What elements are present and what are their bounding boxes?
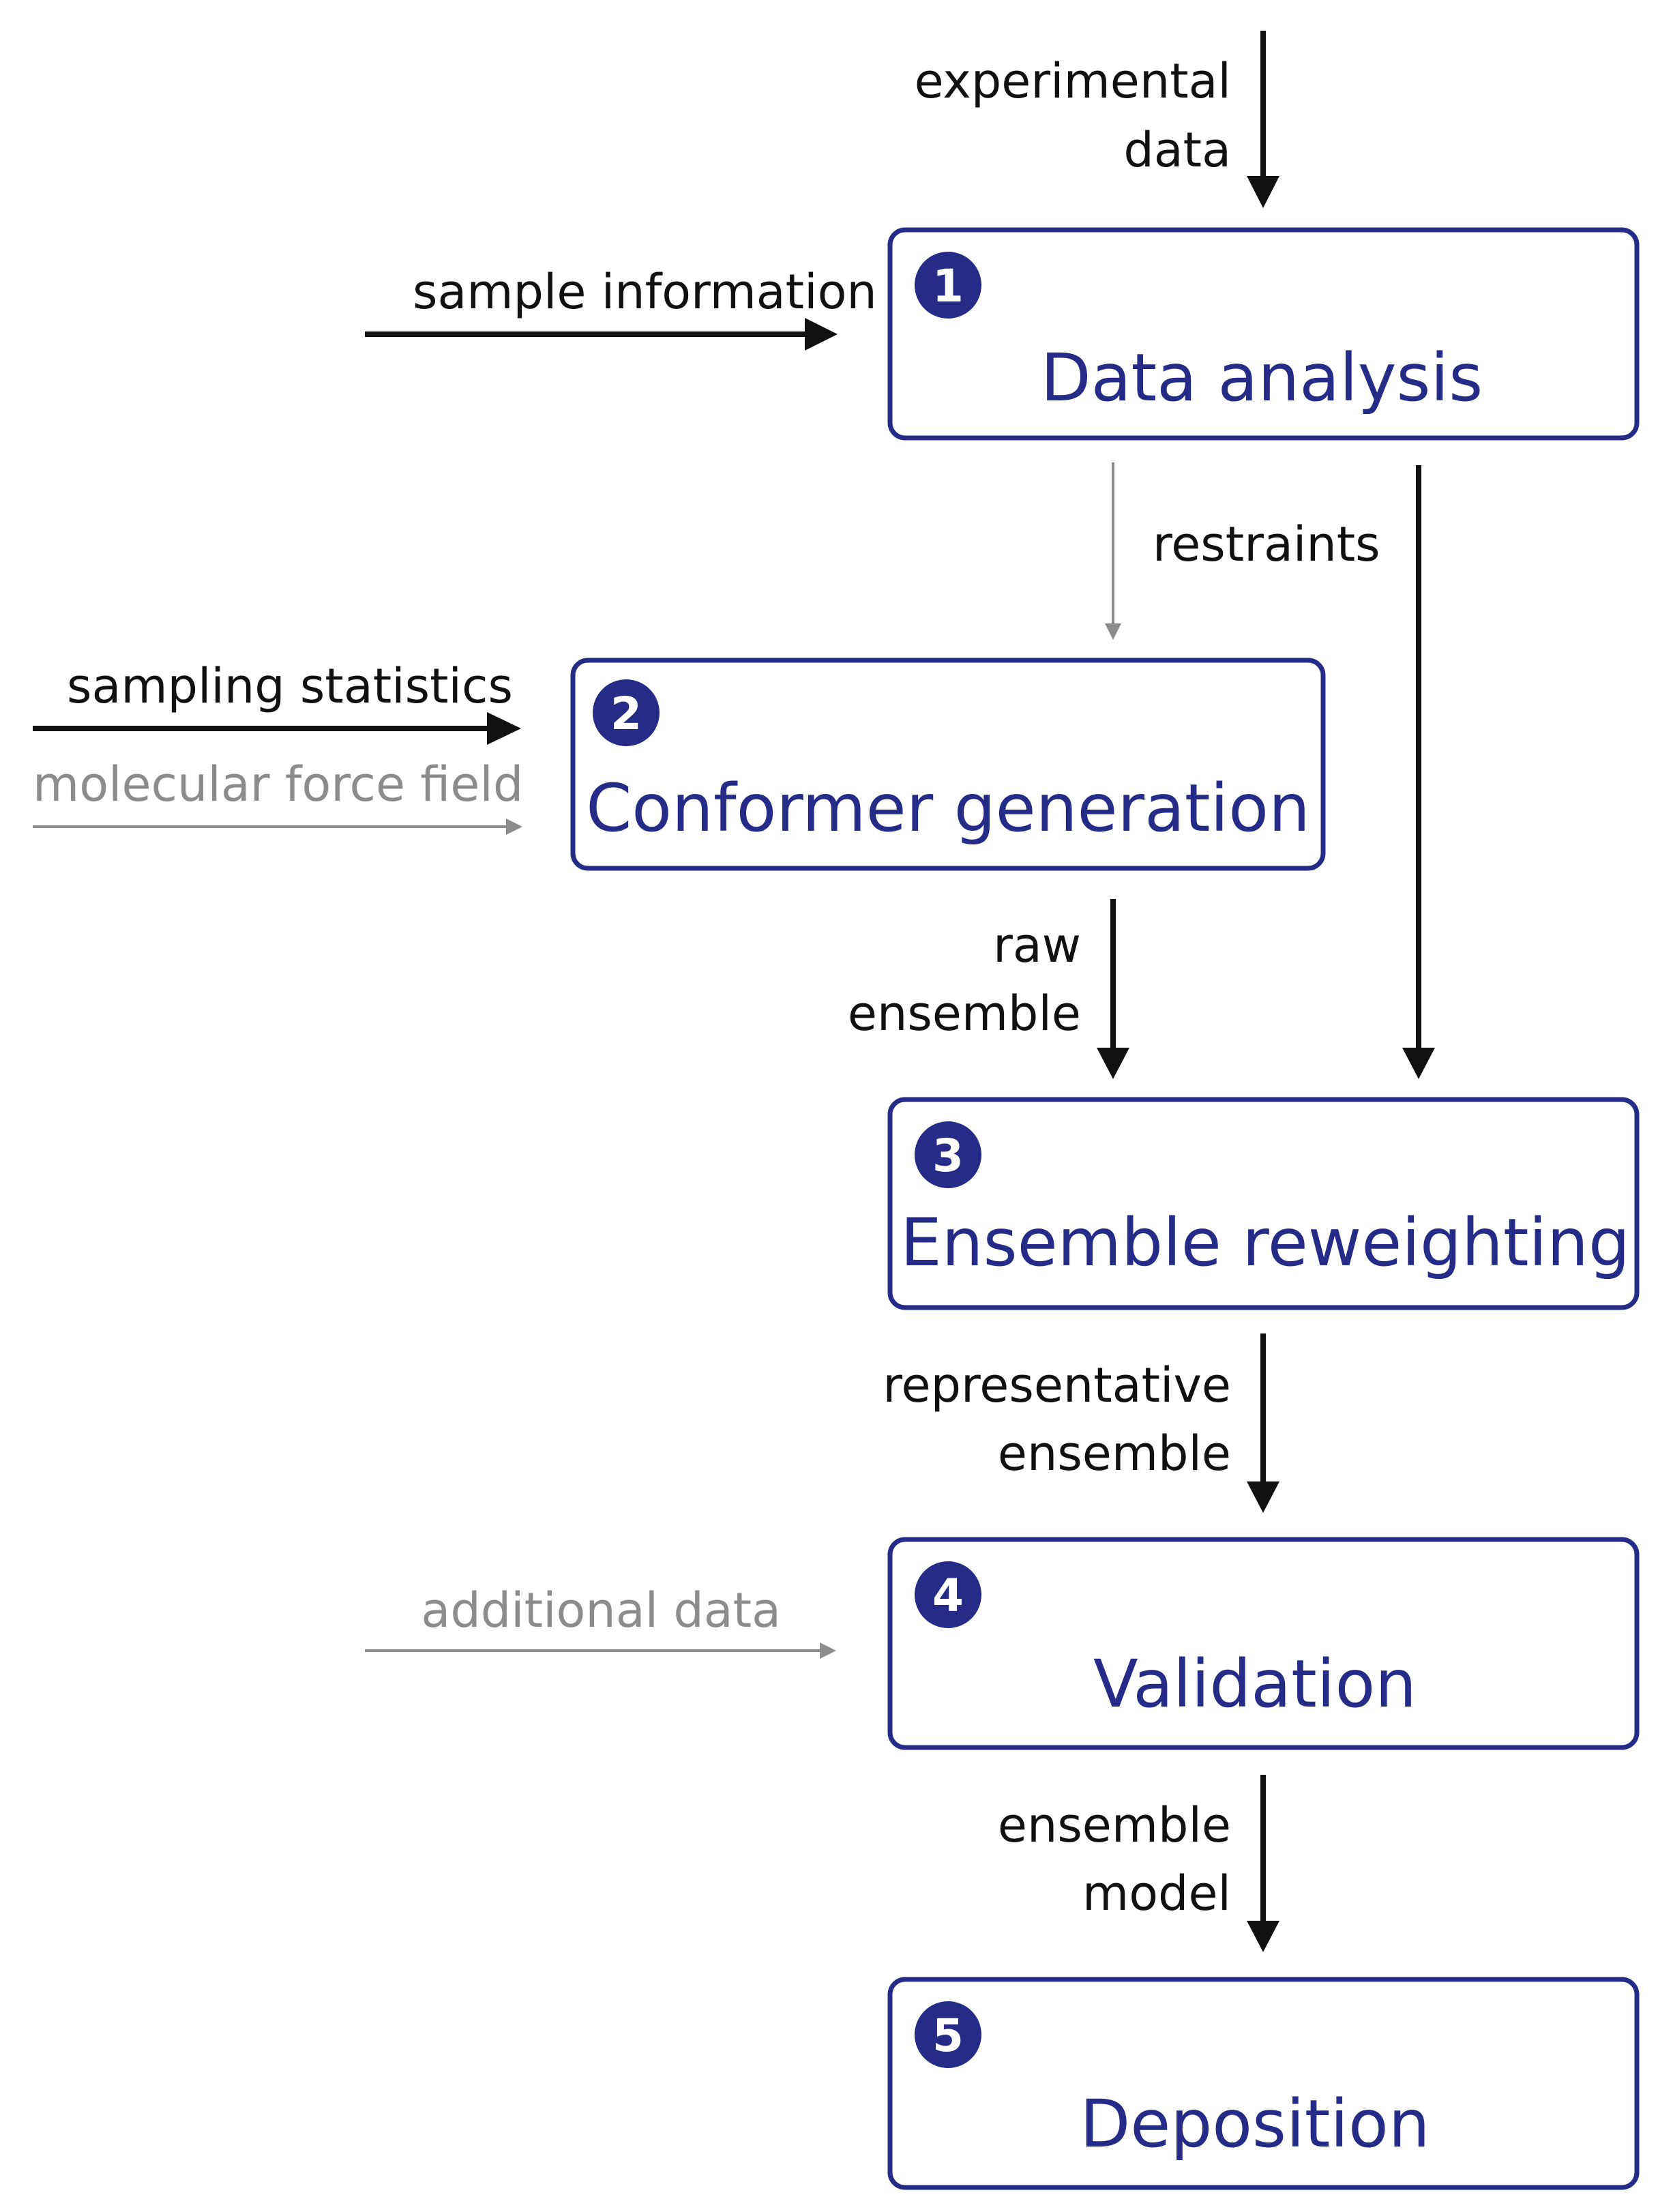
step-title: Ensemble reweighting (900, 1205, 1630, 1281)
step-title: Data analysis (1041, 340, 1483, 416)
arrow-molecular-force-field (33, 819, 522, 835)
step-number: 5 (932, 2009, 964, 2062)
step-box-ensemble-reweighting: 3 Ensemble reweighting (887, 1097, 1640, 1310)
label-raw: raw (993, 917, 1081, 973)
arrow-sampling-statistics (33, 712, 521, 745)
step-number-badge (915, 2001, 981, 2068)
label-sample-information: sample information (413, 264, 877, 320)
step-number: 4 (932, 1569, 964, 1622)
arrow-raw-ensemble (1097, 899, 1129, 1079)
step-number: 3 (932, 1130, 964, 1182)
arrow-restraints-gray (1105, 462, 1121, 640)
step-number: 2 (610, 688, 642, 740)
label-additional-data: additional data (421, 1582, 781, 1638)
label-representative: representative (883, 1357, 1231, 1413)
label-sampling-statistics: sampling statistics (67, 658, 513, 714)
step-box-data-analysis: 1 Data analysis (887, 227, 1640, 441)
label-raw-ensemble: ensemble (848, 986, 1081, 1042)
label-representative-ensemble: ensemble (998, 1426, 1231, 1481)
label-model: model (1082, 1866, 1231, 1921)
step-number-badge (915, 252, 981, 319)
arrow-representative-ensemble (1247, 1333, 1279, 1513)
arrow-experimental-data (1247, 31, 1279, 208)
step-number: 1 (932, 260, 964, 312)
step-number-badge (915, 1121, 981, 1188)
label-experimental: experimental (915, 53, 1231, 109)
step-box-deposition: 5 Deposition (887, 1977, 1640, 2190)
step-box-conformer-generation: 2 Conformer generation (570, 658, 1326, 871)
label-data: data (1123, 122, 1231, 178)
arrow-restraints-dark (1402, 465, 1435, 1079)
step-number-badge (593, 679, 660, 746)
step-box-validation: 4 Validation (887, 1537, 1640, 1750)
step-title: Deposition (1080, 2086, 1430, 2162)
arrow-additional-data (365, 1642, 836, 1659)
label-restraints: restraints (1153, 516, 1380, 572)
step-title: Validation (1093, 1646, 1417, 1722)
arrow-sample-information (365, 318, 838, 351)
step-number-badge (915, 1561, 981, 1628)
label-ensemble: ensemble (998, 1797, 1231, 1853)
arrow-ensemble-model (1247, 1775, 1279, 1952)
label-molecular-force-field: molecular force field (33, 756, 523, 812)
step-title: Conformer generation (586, 770, 1310, 846)
